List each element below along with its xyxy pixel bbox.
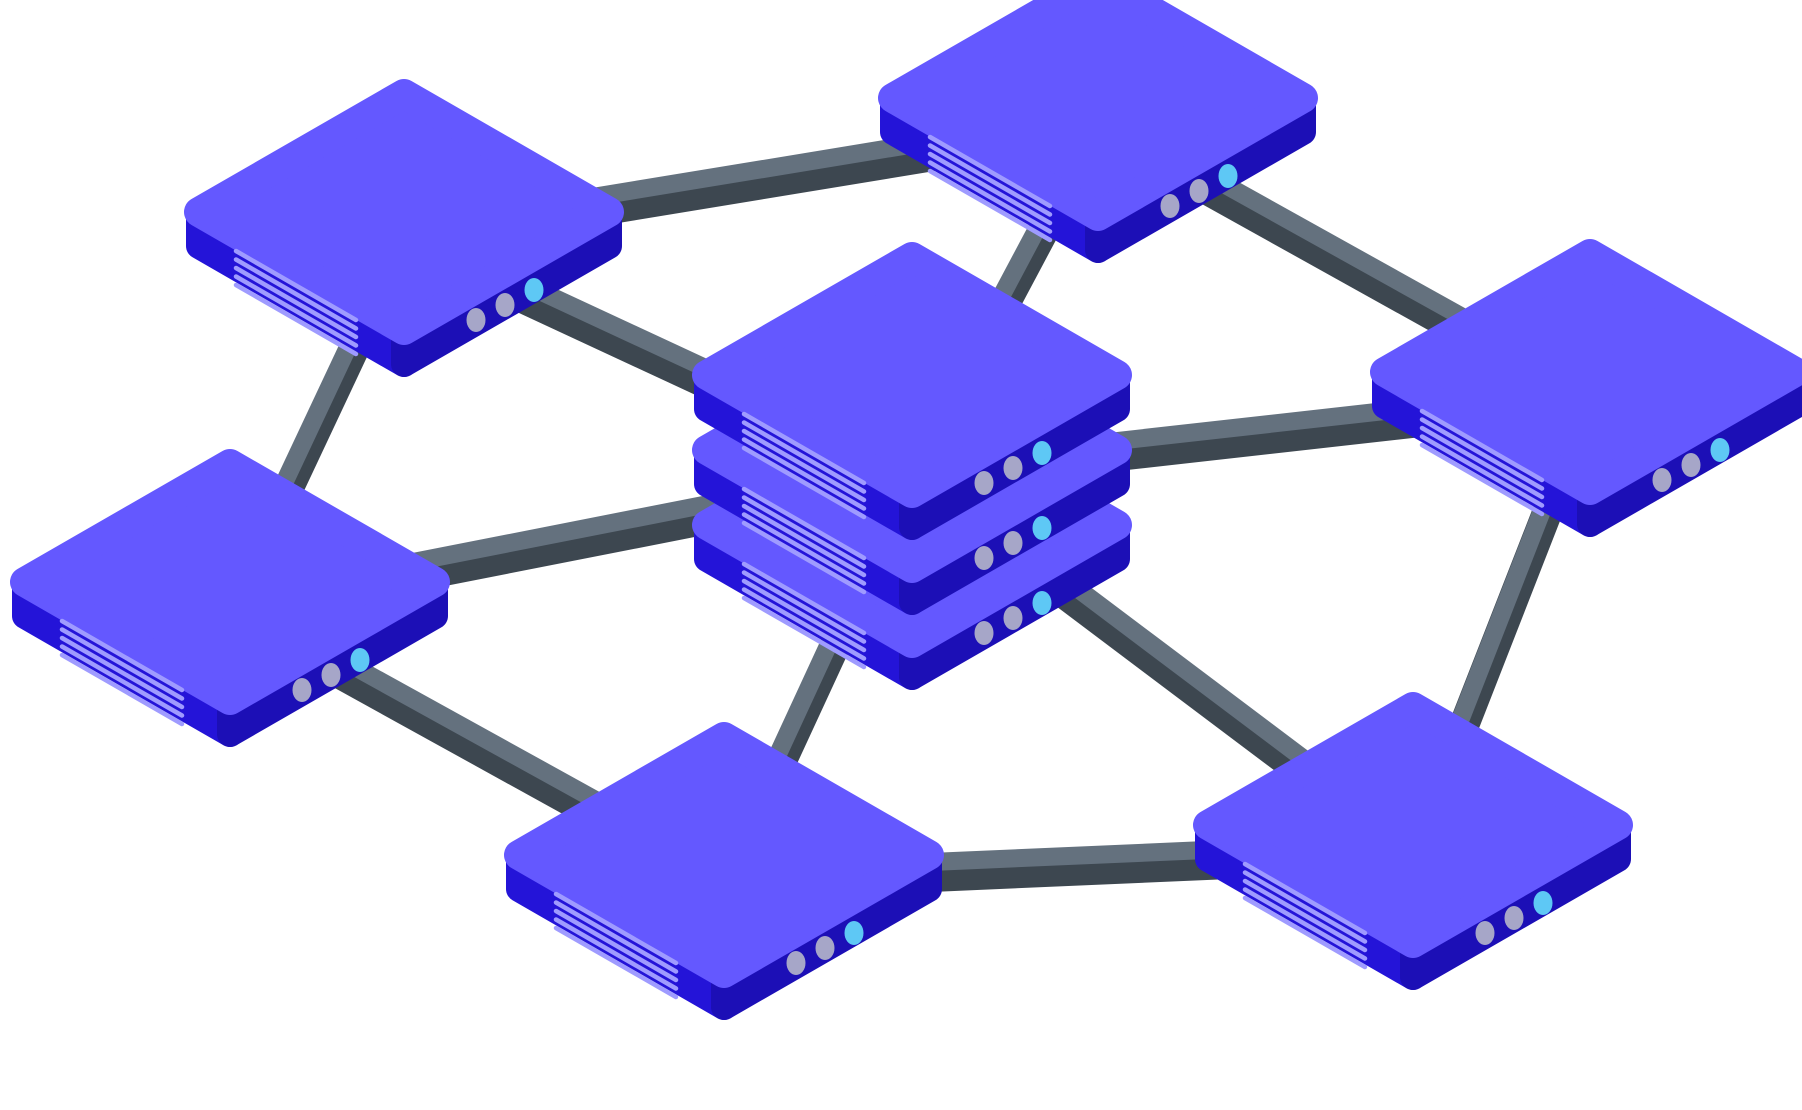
nodes-layer bbox=[10, 0, 1802, 1020]
server-icon-top-center bbox=[878, 0, 1318, 263]
led-idle bbox=[1504, 906, 1524, 930]
vent-lines bbox=[741, 486, 867, 595]
led-idle bbox=[1003, 606, 1023, 630]
vent-lines bbox=[233, 248, 359, 357]
status-leds bbox=[974, 516, 1052, 570]
vent-lines bbox=[927, 134, 1053, 243]
server-stack-icon bbox=[692, 242, 1132, 690]
led-idle bbox=[495, 293, 515, 317]
led-active bbox=[350, 648, 370, 672]
led-idle bbox=[292, 678, 312, 702]
led-idle bbox=[466, 308, 486, 332]
server-icon-left bbox=[10, 449, 450, 747]
led-idle bbox=[1652, 468, 1672, 492]
led-idle bbox=[786, 951, 806, 975]
led-idle bbox=[321, 663, 341, 687]
led-active bbox=[1032, 516, 1052, 540]
led-idle bbox=[1003, 531, 1023, 555]
led-active bbox=[1533, 891, 1553, 915]
vent-lines bbox=[1242, 861, 1368, 970]
status-leds bbox=[466, 278, 544, 332]
led-idle bbox=[1475, 921, 1495, 945]
status-leds bbox=[974, 591, 1052, 645]
led-idle bbox=[815, 936, 835, 960]
status-leds bbox=[292, 648, 370, 702]
vent-lines bbox=[1419, 408, 1545, 517]
led-active bbox=[524, 278, 544, 302]
led-active bbox=[844, 921, 864, 945]
led-idle bbox=[974, 471, 994, 495]
led-idle bbox=[1681, 453, 1701, 477]
status-leds bbox=[1160, 164, 1238, 218]
vent-lines bbox=[741, 411, 867, 520]
vent-lines bbox=[741, 561, 867, 670]
status-leds bbox=[974, 441, 1052, 495]
led-idle bbox=[1189, 179, 1209, 203]
led-idle bbox=[974, 546, 994, 570]
server-icon-right bbox=[1370, 239, 1802, 537]
status-leds bbox=[1475, 891, 1553, 945]
led-idle bbox=[1160, 194, 1180, 218]
led-idle bbox=[1003, 456, 1023, 480]
led-active bbox=[1218, 164, 1238, 188]
vent-lines bbox=[59, 618, 185, 727]
server-icon-bottom-right bbox=[1193, 692, 1633, 990]
server-icon-top-left bbox=[184, 79, 624, 377]
hub-layer-1 bbox=[692, 242, 1132, 540]
led-active bbox=[1032, 591, 1052, 615]
vent-lines bbox=[553, 891, 679, 1000]
led-active bbox=[1032, 441, 1052, 465]
led-idle bbox=[974, 621, 994, 645]
led-active bbox=[1710, 438, 1730, 462]
server-icon-bottom-center bbox=[504, 722, 944, 1020]
status-leds bbox=[786, 921, 864, 975]
status-leds bbox=[1652, 438, 1730, 492]
